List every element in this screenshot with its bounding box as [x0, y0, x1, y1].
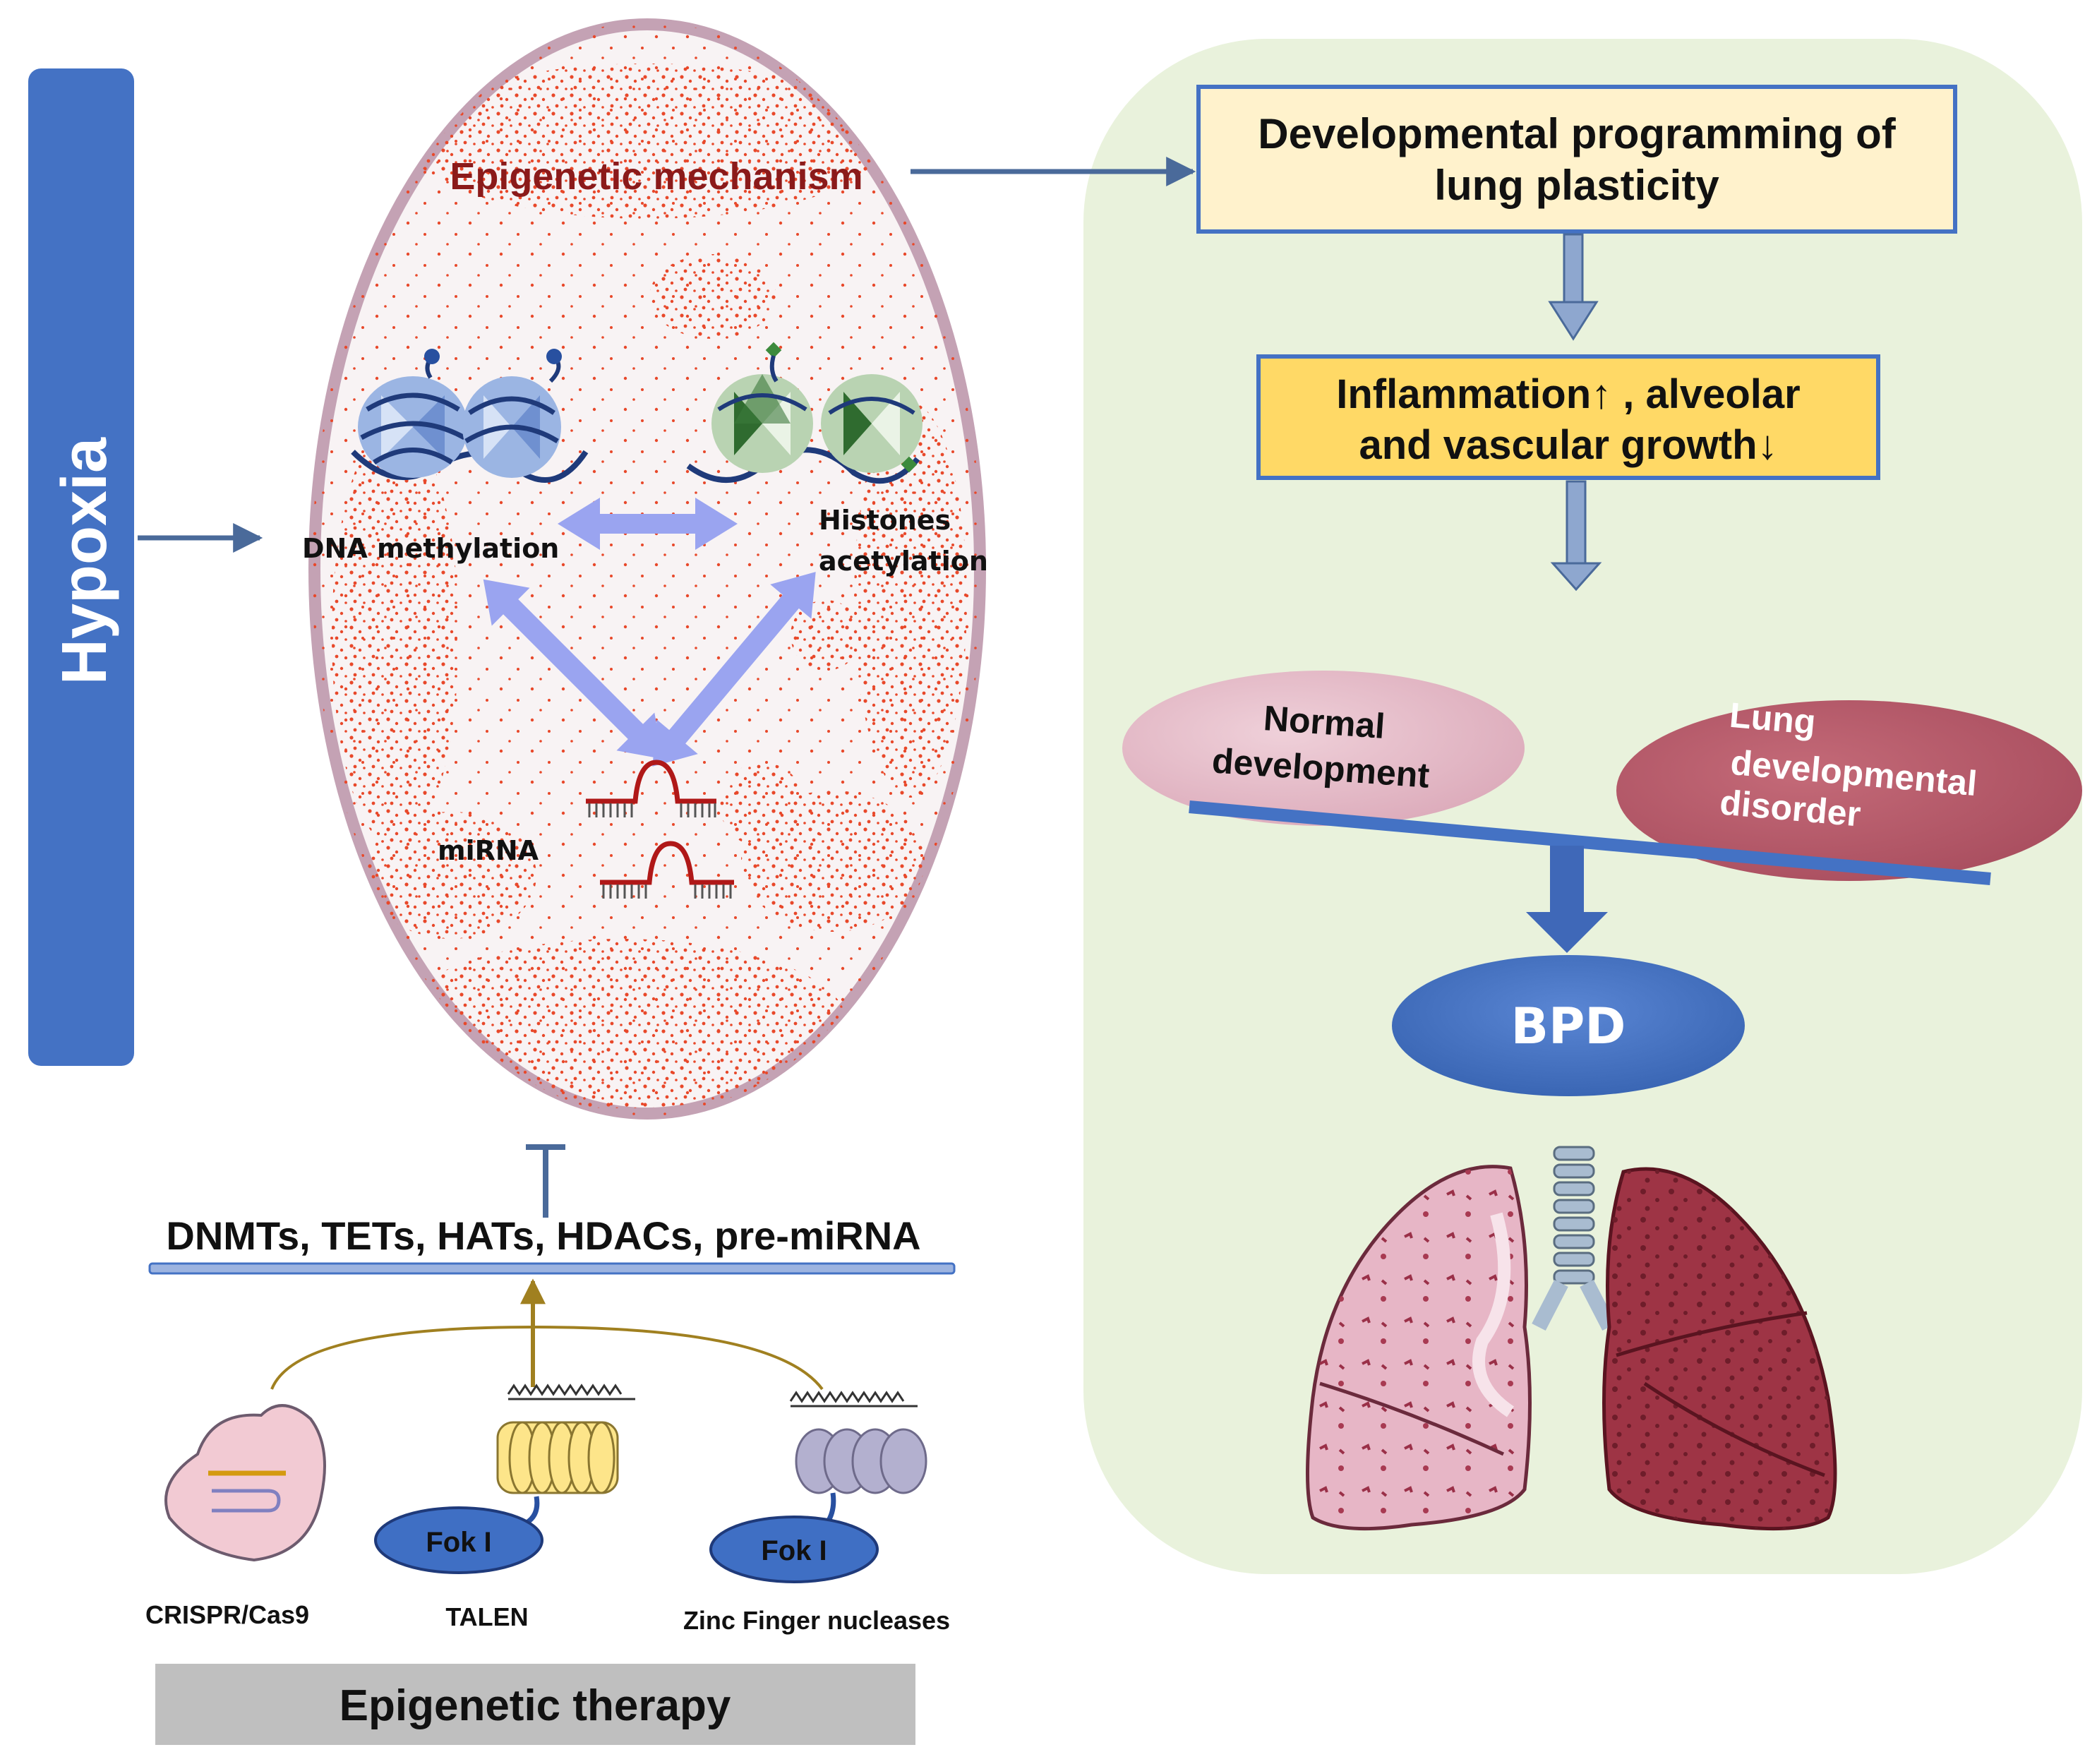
- inflammation-box: [1256, 354, 1880, 480]
- nucleosome-icon: [686, 342, 923, 484]
- talen-label: TALEN: [445, 1602, 528, 1631]
- targets-bar: [148, 1262, 956, 1275]
- zinc-finger-icon: [709, 1391, 927, 1583]
- therapy-connector: [270, 1325, 824, 1391]
- therapy-targets: DNMTs, TETs, HATs, HDACs, pre-miRNA: [166, 1213, 920, 1258]
- programming-text-1: Developmental programming of: [1258, 110, 1896, 157]
- crispr-label: CRISPR/Cas9: [145, 1600, 309, 1629]
- mirna-hairpin-icon: [600, 841, 734, 899]
- fok-label-1: Fok I: [426, 1527, 491, 1558]
- down-arrow-bpd: [1526, 846, 1608, 953]
- fok-label-2: Fok I: [761, 1535, 827, 1566]
- normal-text-1: Normal: [1262, 698, 1386, 746]
- inflammation-text-1: Inflammation↑ , alveolar: [1336, 371, 1801, 417]
- dna-methylation-label: DNA methylation: [302, 533, 559, 564]
- balance-beam: [1189, 800, 1991, 885]
- therapy-title: Epigenetic therapy: [340, 1681, 731, 1730]
- zinc-finger-label: Zinc Finger nucleases: [683, 1606, 950, 1635]
- hypoxia-bar: Hypoxia: [28, 68, 134, 1066]
- disorder-text-1: Lung: [1728, 695, 1817, 742]
- nucleosome-icon: [351, 349, 589, 483]
- histones-label-2: acetylation: [819, 546, 988, 577]
- programming-box: [1196, 85, 1957, 234]
- talen-icon: [374, 1384, 635, 1574]
- mirna-hairpin-icon: [586, 760, 716, 817]
- mechanism-title: Epigenetic mechanism: [450, 155, 863, 198]
- down-arrow-1: [1548, 233, 1599, 341]
- lungs-icon: [1306, 1146, 1837, 1531]
- programming-text-2: lung plasticity: [1434, 162, 1719, 209]
- inhibition-symbol: [526, 1144, 565, 1218]
- crispr-cas9-icon: [164, 1404, 326, 1562]
- hypoxia-label: Hypoxia: [49, 437, 120, 685]
- bpd-oval: [1392, 955, 1745, 1096]
- bpd-label: BPD: [1511, 997, 1626, 1055]
- histones-label-1: Histones: [819, 505, 951, 536]
- interaction-arrows: [483, 498, 816, 767]
- lung-disorder-oval: [1616, 700, 2082, 881]
- cell: [308, 18, 986, 1122]
- down-arrow-2: [1550, 480, 1602, 592]
- therapy-title-box: [155, 1664, 915, 1745]
- normal-development-oval: [1122, 671, 1525, 826]
- mirna-label: miRNA: [438, 835, 539, 866]
- inflammation-text-2: and vascular growth↓: [1359, 422, 1777, 468]
